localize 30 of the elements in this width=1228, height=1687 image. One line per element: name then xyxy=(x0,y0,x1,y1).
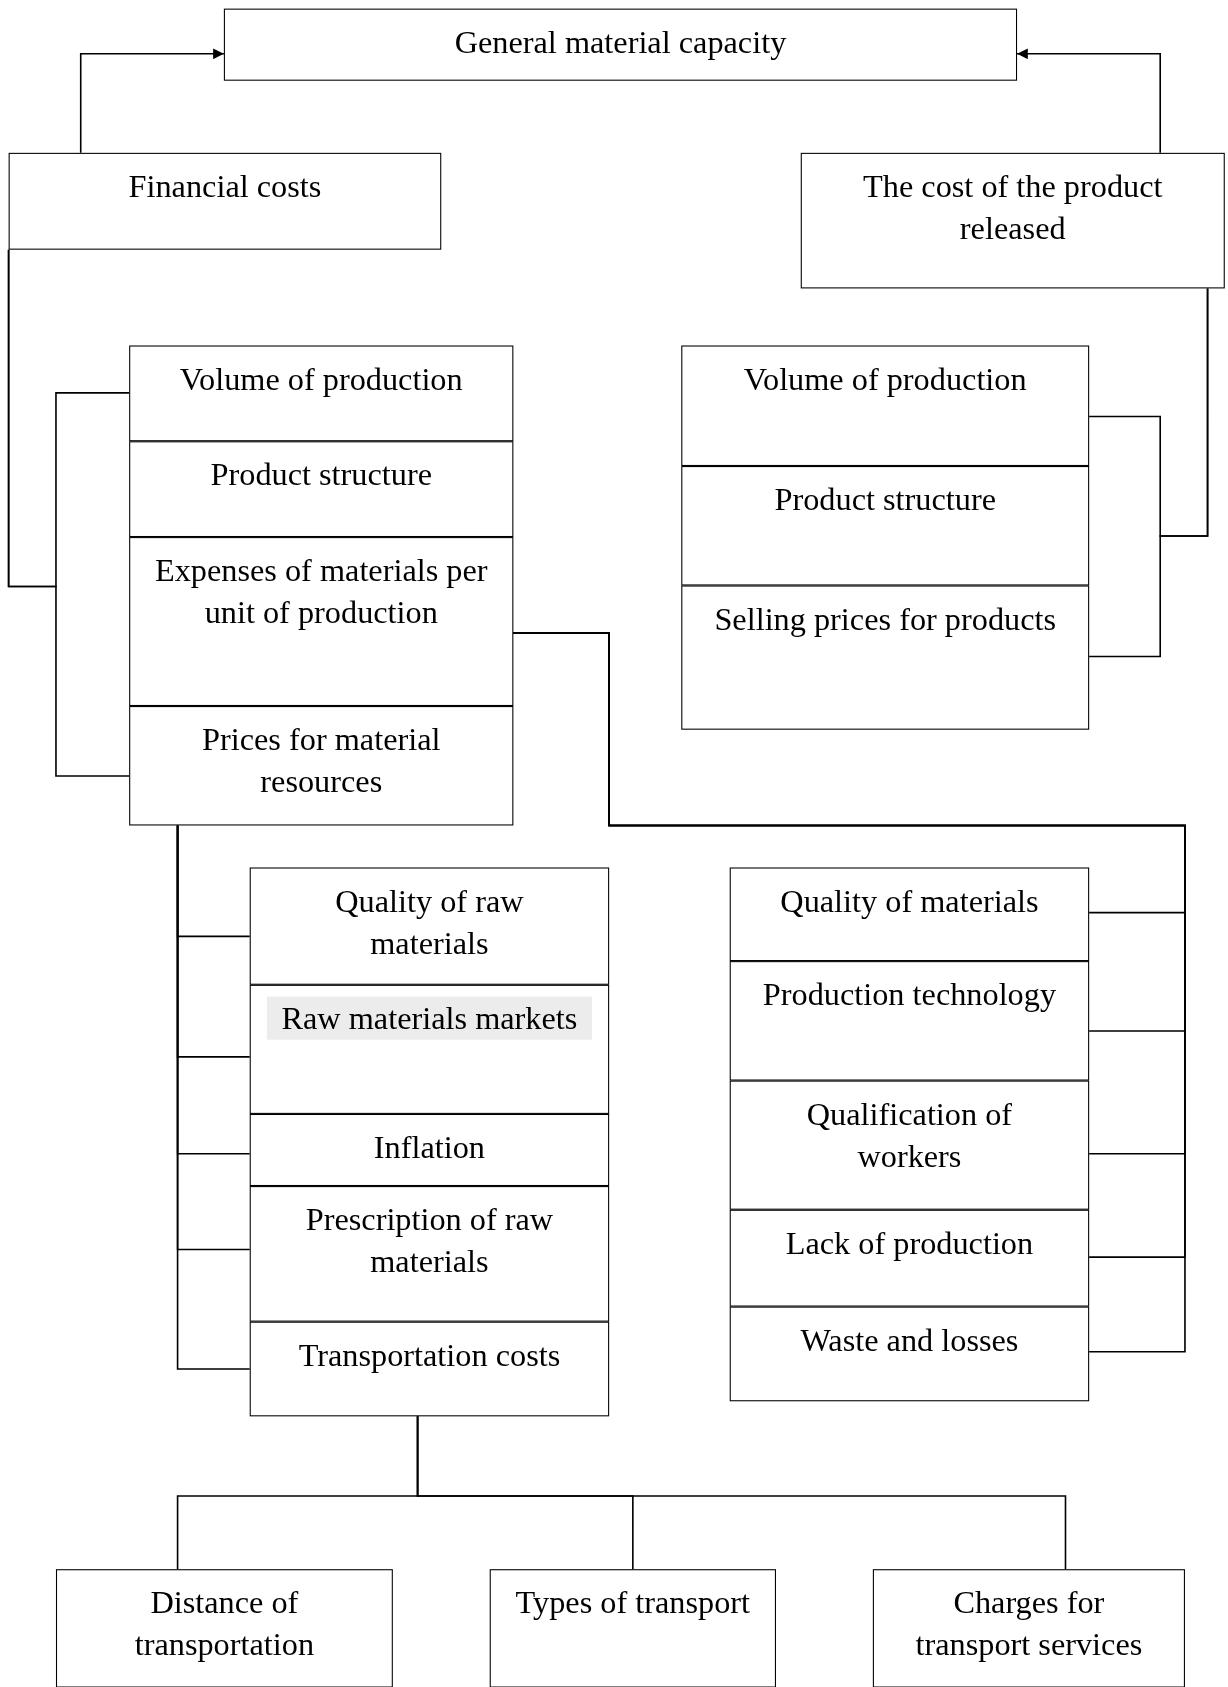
arrow xyxy=(1016,48,1161,154)
node-label: Prescription of raw materials xyxy=(304,1200,555,1281)
node-label: Volume of production xyxy=(742,359,1028,399)
arrow xyxy=(79,48,225,154)
node-label: Types of transport xyxy=(514,1583,752,1622)
node-label: Transportation costs xyxy=(297,1335,562,1375)
node-label: Production technology xyxy=(761,975,1058,1014)
node-label: Raw materials markets xyxy=(266,996,592,1040)
connector-line xyxy=(7,248,130,777)
connector-line xyxy=(416,1415,1067,1570)
node-label: Waste and losses xyxy=(799,1320,1020,1360)
node-label: General material capacity xyxy=(453,22,788,62)
node-label: Distance of transportation xyxy=(133,1583,316,1664)
connector-line xyxy=(176,824,251,1370)
node-label: Expenses of materials per unit of production xyxy=(153,551,489,632)
node-label: Quality of materials xyxy=(779,881,1040,921)
node-label: Charges for transport services xyxy=(914,1583,1144,1664)
node-label: Product structure xyxy=(209,455,433,494)
text-box xyxy=(249,1113,610,1187)
node-label: Prices for material resources xyxy=(201,720,442,801)
node-label: Quality of raw materials xyxy=(334,881,525,962)
node-label: Lack of production xyxy=(784,1223,1035,1263)
node-label: The cost of the product released xyxy=(862,166,1164,248)
node-label: Selling prices for products xyxy=(713,599,1058,639)
node-label: Financial costs xyxy=(127,166,323,206)
node-label: Inflation xyxy=(372,1128,486,1167)
connector-line xyxy=(1088,287,1209,658)
node-label: Volume of production xyxy=(178,359,464,399)
node-label: Product structure xyxy=(773,480,997,519)
node-label: Qualification of workers xyxy=(805,1094,1014,1176)
